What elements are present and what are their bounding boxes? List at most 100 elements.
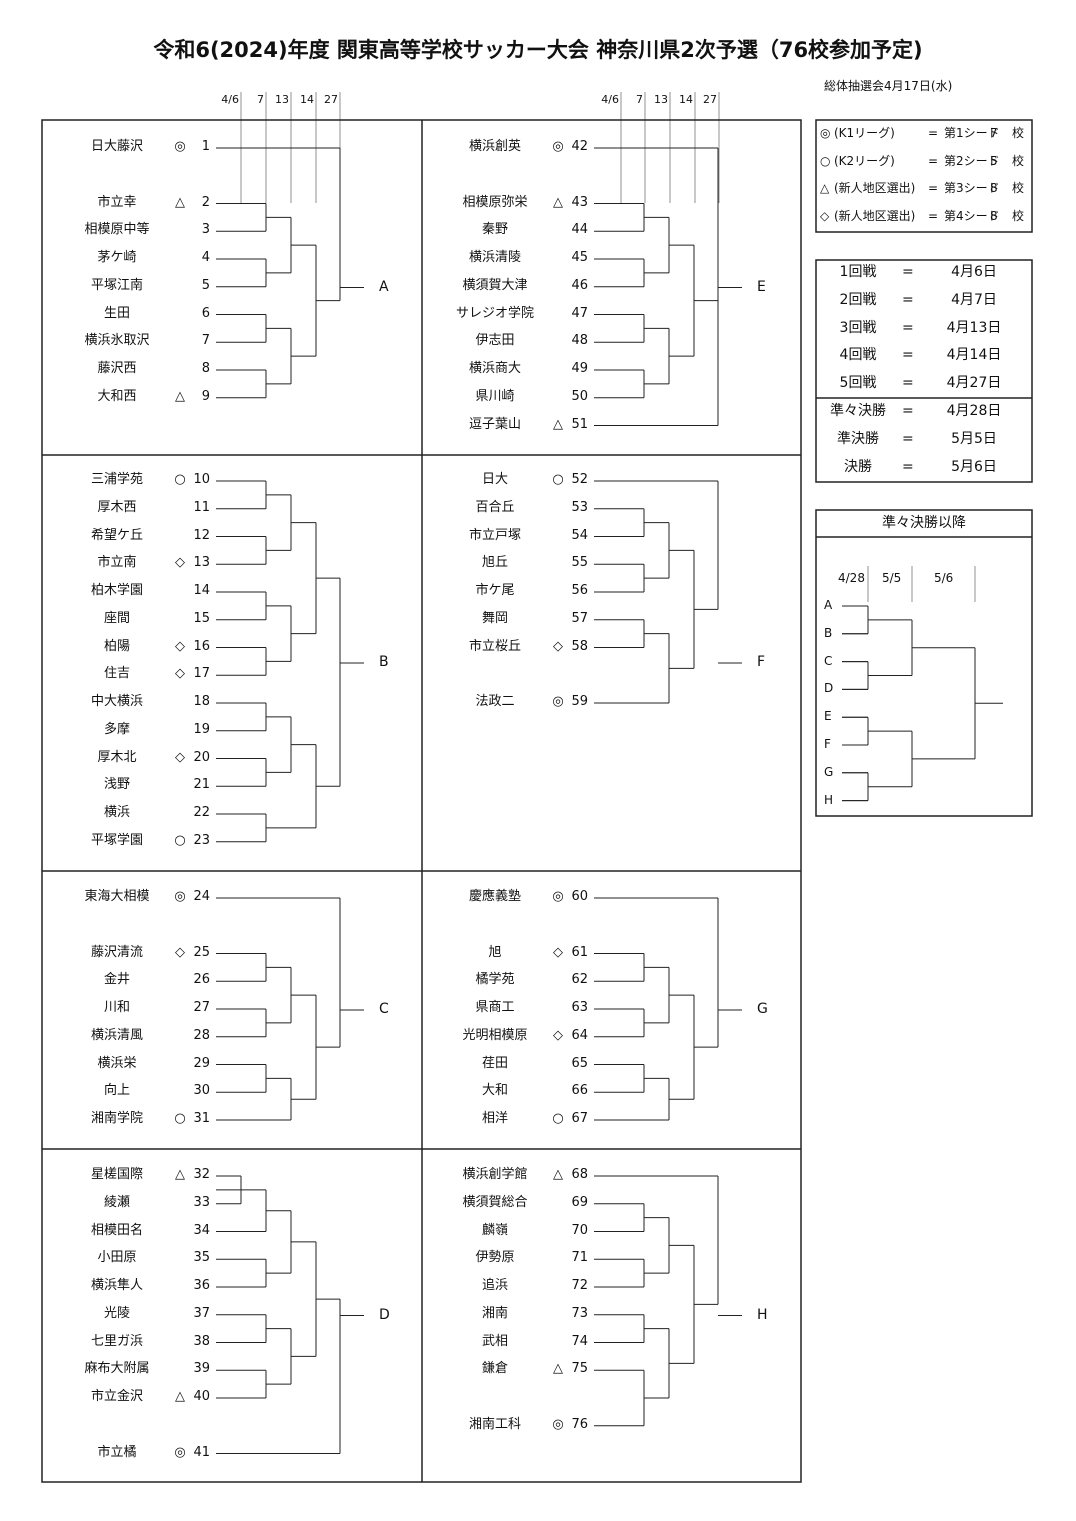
knockout-date: 5/5 bbox=[882, 571, 902, 585]
team-number: 63 bbox=[571, 1000, 588, 1015]
seed-mark: ◇ bbox=[175, 555, 185, 571]
knockout-group-label: E bbox=[824, 709, 832, 724]
team-number: 45 bbox=[571, 250, 588, 265]
team-number: 7 bbox=[201, 333, 210, 349]
team-number: 6 bbox=[201, 305, 210, 321]
team-name: 横浜創英 bbox=[468, 139, 521, 154]
team-name: 藤沢清流 bbox=[90, 944, 143, 960]
schedule-equals: = bbox=[902, 430, 914, 447]
group-label: B bbox=[379, 654, 389, 670]
team-number: 64 bbox=[571, 1027, 588, 1043]
team-name: 逗子葉山 bbox=[468, 416, 521, 432]
legend-unit: 校 bbox=[1012, 208, 1025, 223]
round-date-header: 7 bbox=[636, 93, 643, 106]
team-name: サレジオ学院 bbox=[455, 305, 534, 321]
team-name: 相模田名 bbox=[90, 1222, 143, 1238]
team-name: 麟嶺 bbox=[481, 1222, 508, 1238]
round-date-header: 27 bbox=[324, 93, 338, 106]
team-name: 川和 bbox=[103, 1000, 130, 1015]
team-name: 小田原 bbox=[97, 1250, 137, 1266]
seed-mark: ○ bbox=[552, 1111, 564, 1126]
team-name: 相模原中等 bbox=[84, 222, 150, 238]
knockout-group-label: F bbox=[824, 737, 831, 751]
team-name: 光明相模原 bbox=[462, 1027, 528, 1043]
seed-mark: ◎ bbox=[552, 139, 564, 154]
team-name: 県商工 bbox=[475, 1000, 515, 1015]
team-number: 16 bbox=[193, 638, 210, 654]
team-number: 74 bbox=[571, 1333, 588, 1349]
team-name: 鎌倉 bbox=[481, 1361, 508, 1377]
team-name: 星槎国際 bbox=[90, 1167, 143, 1182]
team-name: 横浜隼人 bbox=[90, 1278, 143, 1293]
team-name: 光陵 bbox=[103, 1305, 130, 1321]
legend-unit: 校 bbox=[1012, 153, 1025, 168]
group-label: D bbox=[379, 1306, 390, 1323]
team-number: 59 bbox=[571, 694, 588, 709]
team-number: 51 bbox=[571, 416, 588, 432]
seed-mark: ○ bbox=[174, 832, 186, 848]
legend-mark: ◇ bbox=[820, 208, 830, 223]
legend-league: (K1リーグ) bbox=[834, 126, 895, 140]
team-name: 向上 bbox=[103, 1083, 130, 1099]
seed-mark: ◎ bbox=[174, 1444, 186, 1460]
team-name: 多摩 bbox=[103, 721, 130, 737]
knockout-group-label: A bbox=[824, 598, 833, 612]
legend-league: (K2リーグ) bbox=[834, 153, 895, 168]
legend-mark: △ bbox=[820, 181, 830, 195]
page-title: 令和6(2024)年度 関東高等学校サッカー大会 神奈川県2次予選（76校参加予… bbox=[153, 38, 923, 62]
team-name: 市立橘 bbox=[97, 1444, 137, 1460]
team-name: 市立幸 bbox=[97, 194, 137, 210]
team-name: 百合丘 bbox=[475, 499, 515, 515]
seed-mark: ○ bbox=[552, 472, 564, 487]
team-number: 50 bbox=[571, 388, 588, 404]
team-number: 4 bbox=[201, 250, 210, 265]
legend-seed: 第1シード bbox=[944, 126, 1000, 140]
team-name: 相洋 bbox=[481, 1111, 508, 1126]
schedule-round: 準決勝 bbox=[837, 430, 879, 447]
team-number: 18 bbox=[193, 694, 210, 709]
team-number: 70 bbox=[571, 1222, 588, 1238]
knockout-group-label: D bbox=[824, 681, 834, 696]
seed-mark: △ bbox=[175, 1389, 185, 1404]
team-name: 伊勢原 bbox=[475, 1250, 515, 1266]
team-number: 76 bbox=[571, 1416, 588, 1432]
legend-count: 7 bbox=[990, 126, 998, 140]
team-name: 平塚学園 bbox=[90, 832, 143, 848]
team-name: 武相 bbox=[481, 1333, 508, 1349]
legend-count: 5 bbox=[990, 153, 998, 168]
group-label: A bbox=[379, 278, 389, 295]
team-name: 市立金沢 bbox=[90, 1389, 143, 1404]
team-name: 大和西 bbox=[97, 388, 137, 404]
team-number: 53 bbox=[571, 499, 588, 515]
team-number: 69 bbox=[571, 1194, 588, 1210]
legend-unit: 校 bbox=[1012, 126, 1025, 140]
round-date-header: 4/6 bbox=[601, 93, 619, 106]
team-name: 市ケ尾 bbox=[475, 583, 515, 598]
schedule-date: 5月5日 bbox=[951, 430, 997, 447]
team-number: 32 bbox=[193, 1167, 210, 1182]
team-name: 横須賀総合 bbox=[462, 1194, 528, 1210]
team-number: 25 bbox=[193, 944, 210, 960]
team-name: 生田 bbox=[103, 305, 130, 321]
team-name: 横浜創学館 bbox=[462, 1167, 528, 1182]
legend-equals: = bbox=[928, 126, 939, 140]
schedule-date: 4月7日 bbox=[951, 291, 997, 308]
schedule-round: 4回戦 bbox=[839, 347, 877, 364]
schedule-date: 4月6日 bbox=[951, 264, 997, 280]
team-number: 58 bbox=[571, 638, 588, 654]
knockout-date: 4/28 bbox=[838, 571, 865, 585]
group-label: F bbox=[757, 654, 766, 670]
group-label: C bbox=[379, 1001, 389, 1017]
schedule-equals: = bbox=[902, 403, 914, 419]
team-number: 57 bbox=[571, 610, 588, 626]
team-number: 34 bbox=[193, 1222, 210, 1238]
team-number: 49 bbox=[571, 361, 588, 376]
schedule-box bbox=[815, 259, 1033, 483]
team-number: 11 bbox=[193, 499, 210, 515]
team-name: 相模原弥栄 bbox=[462, 194, 528, 210]
team-name: 厚木北 bbox=[97, 749, 137, 765]
schedule-date: 4月27日 bbox=[946, 375, 1002, 392]
team-name: 麻布大附属 bbox=[84, 1361, 150, 1377]
team-number: 5 bbox=[201, 277, 210, 293]
